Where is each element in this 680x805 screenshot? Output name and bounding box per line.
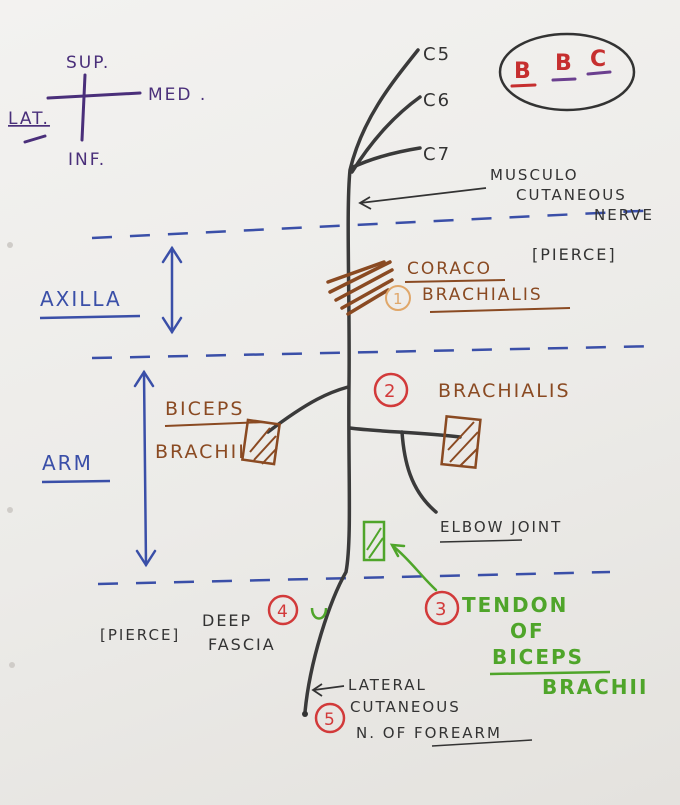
brachialis-hatching: [447, 421, 479, 467]
step-5-number: 5: [324, 710, 335, 730]
mnemonic-letter-3: C: [590, 47, 608, 72]
step-1-circle: [385, 285, 411, 311]
pierce-note-1: [PIERCE]: [532, 245, 617, 264]
biceps-tendon: [362, 520, 386, 562]
step-3-circle: [424, 590, 460, 626]
lateral-cutaneous-label-line-1: LATERAL: [348, 676, 427, 694]
axilla-underline: [39, 314, 141, 320]
tendon-label-line-2: OF: [510, 619, 545, 643]
step-2-number: 2: [384, 381, 395, 402]
elbow-joint-label: ELBOW JOINT: [440, 518, 562, 536]
mnemonic-letter-2: B: [555, 51, 574, 76]
nerve-label-line-1: MUSCULO: [490, 166, 579, 184]
step-5-circle: [314, 702, 346, 734]
tendon-label-line-1: TENDON: [462, 593, 568, 617]
step-3-number: 3: [435, 599, 446, 620]
root-label-c7: C7: [423, 144, 451, 165]
lateral-label: LAT.: [8, 109, 50, 129]
biceps-underline: [164, 421, 266, 427]
step-4-number: 4: [277, 602, 288, 622]
forearm-underline: [431, 739, 533, 747]
axilla-arrow: [161, 245, 183, 335]
orientation-cross: [23, 73, 142, 144]
root-label-c5: C5: [423, 44, 451, 65]
superior-label: SUP.: [66, 53, 110, 73]
medial-label: MED .: [148, 85, 207, 105]
root-label-c6: C6: [423, 90, 451, 111]
nerve-label-pointer: [358, 187, 487, 210]
mnemonic-oval: [498, 32, 636, 112]
musculocutaneous-nerve-trunk: [266, 48, 462, 714]
nerve-terminal-dot: [302, 711, 308, 717]
elbow-underline: [439, 539, 523, 543]
step-1-number: 1: [393, 290, 403, 308]
tendon-pointer: [389, 543, 438, 592]
biceps-label-line-1: BICEPS: [165, 398, 244, 420]
tendon-label-line-3: BICEPS: [492, 645, 584, 669]
axilla-label: AXILLA: [40, 287, 122, 311]
deep-fascia-label-line-1: DEEP: [202, 611, 252, 630]
coracobrachialis-label-line-1: CORACO: [407, 259, 492, 279]
coracobrachialis-underline-1: [404, 279, 506, 283]
step-4-circle: [267, 594, 299, 626]
coracobrachialis-muscle: [326, 260, 394, 316]
biceps-hatching: [249, 427, 278, 465]
nerve-label-line-3: NERVE: [594, 206, 654, 224]
punch-holes: [7, 242, 15, 668]
coracobrachialis-underline-2: [429, 307, 571, 313]
mnemonic-letter-1: B: [514, 59, 533, 84]
lateral-cutaneous-label-line-2: CUTANEOUS: [350, 698, 461, 716]
mnemonic-underlines: [510, 70, 612, 88]
inferior-label: INF.: [68, 150, 106, 170]
lateral-cutaneous-label-line-3: N. OF FOREARM: [356, 724, 502, 742]
arm-underline: [41, 479, 111, 484]
step-2-circle: [373, 372, 409, 408]
level-lines: [91, 208, 661, 586]
brachialis-label: BRACHIALIS: [438, 380, 571, 402]
deep-fascia-mark: [310, 607, 328, 620]
biceps-label-line-2: BRACHII: [155, 441, 246, 463]
arm-arrow: [133, 369, 157, 568]
coracobrachialis-label-line-2: BRACHIALIS: [422, 285, 543, 305]
lateral-cutaneous-pointer: [311, 683, 345, 697]
arm-label: ARM: [42, 451, 93, 475]
tendon-label-line-4: BRACHII: [542, 675, 648, 699]
brachialis-muscle: [440, 414, 482, 470]
deep-fascia-label-line-2: FASCIA: [208, 635, 276, 654]
tendon-hatching: [366, 527, 384, 559]
nerve-label-line-2: CUTANEOUS: [516, 186, 627, 204]
tendon-underline: [489, 670, 611, 676]
pierce-note-2: [PIERCE]: [100, 626, 180, 644]
